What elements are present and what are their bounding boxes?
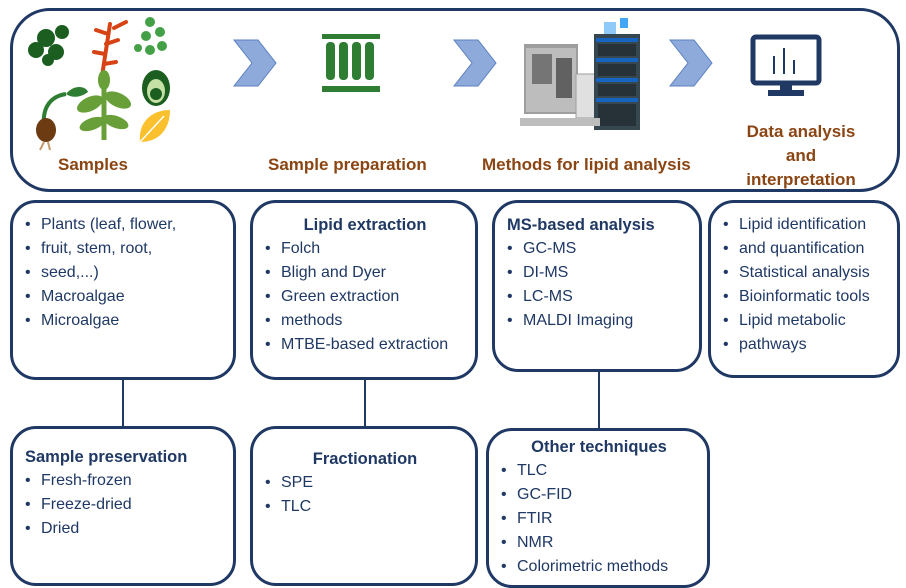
stage-title-sample-preparation: Sample preparation	[268, 155, 427, 174]
list-item: and quantification	[723, 237, 887, 261]
list-item: fruit, stem, root,	[25, 237, 223, 261]
list-item: Statistical analysis	[723, 261, 887, 285]
list-item: Dried	[25, 517, 223, 541]
data-analysis-card: Lipid identification and quantification …	[708, 200, 900, 378]
list-item: FTIR	[501, 507, 697, 531]
sample-preservation-card: Sample preservation Fresh-frozen Freeze-…	[10, 426, 236, 586]
list-item: Green extraction	[265, 285, 465, 309]
list-item: seed,...)	[25, 261, 223, 285]
list-item: DI-MS	[507, 261, 689, 285]
list-item: Freeze-dried	[25, 493, 223, 517]
list-item: Plants (leaf, flower,	[25, 213, 223, 237]
card-heading: Fractionation	[312, 450, 418, 468]
lipid-extraction-card: Lipid extraction Folch Bligh and Dyer Gr…	[250, 200, 478, 380]
list-item: Lipid identification	[723, 213, 887, 237]
list-item: Macroalgae	[25, 285, 223, 309]
test-tubes-icon	[322, 34, 380, 92]
stage-title-methods: Methods for lipid analysis	[482, 155, 691, 174]
ms-analysis-card: MS-based analysis GC-MS DI-MS LC-MS MALD…	[492, 200, 702, 372]
list-item: Fresh-frozen	[25, 469, 223, 493]
card-heading: Sample preservation	[25, 448, 188, 466]
connector-line	[598, 372, 600, 428]
samples-card: Plants (leaf, flower, fruit, stem, root,…	[10, 200, 236, 380]
connector-line	[122, 378, 124, 426]
list-item: NMR	[501, 531, 697, 555]
stage-title-samples: Samples	[58, 155, 128, 174]
list-item: Bligh and Dyer	[265, 261, 465, 285]
list-item: Bioinformatic tools	[723, 285, 887, 309]
list-item: MTBE-based extraction	[265, 333, 465, 357]
samples-list: Plants (leaf, flower, fruit, stem, root,…	[25, 213, 223, 333]
mass-spectrometer-icon	[520, 18, 640, 130]
list-item: Lipid metabolic	[723, 309, 887, 333]
list-item: MALDI Imaging	[507, 309, 689, 333]
list-item: TLC	[501, 459, 697, 483]
connector-line	[364, 378, 366, 426]
chevron-right-icon	[232, 39, 277, 87]
list-item: methods	[265, 309, 465, 333]
samples-icon	[28, 17, 170, 151]
list-item: GC-FID	[501, 483, 697, 507]
list-item: SPE	[265, 471, 465, 495]
stage-title-data-analysis: Data analysis and interpretation	[746, 122, 856, 189]
monitor-chart-icon	[750, 34, 822, 96]
chevron-right-icon	[668, 39, 713, 87]
list-item: Colorimetric methods	[501, 555, 697, 579]
list-item: GC-MS	[507, 237, 689, 261]
list-item: pathways	[723, 333, 887, 357]
list-item: LC-MS	[507, 285, 689, 309]
other-techniques-card: Other techniques TLC GC-FID FTIR NMR Col…	[486, 428, 710, 588]
card-heading: Other techniques	[531, 438, 667, 456]
chevron-right-icon	[452, 39, 497, 87]
list-item: Microalgae	[25, 309, 223, 333]
list-item: Folch	[265, 237, 465, 261]
fractionation-card: Fractionation SPE TLC	[250, 426, 478, 586]
list-item: TLC	[265, 495, 465, 519]
card-heading: Lipid extraction	[303, 216, 427, 234]
card-heading: MS-based analysis	[507, 216, 655, 234]
